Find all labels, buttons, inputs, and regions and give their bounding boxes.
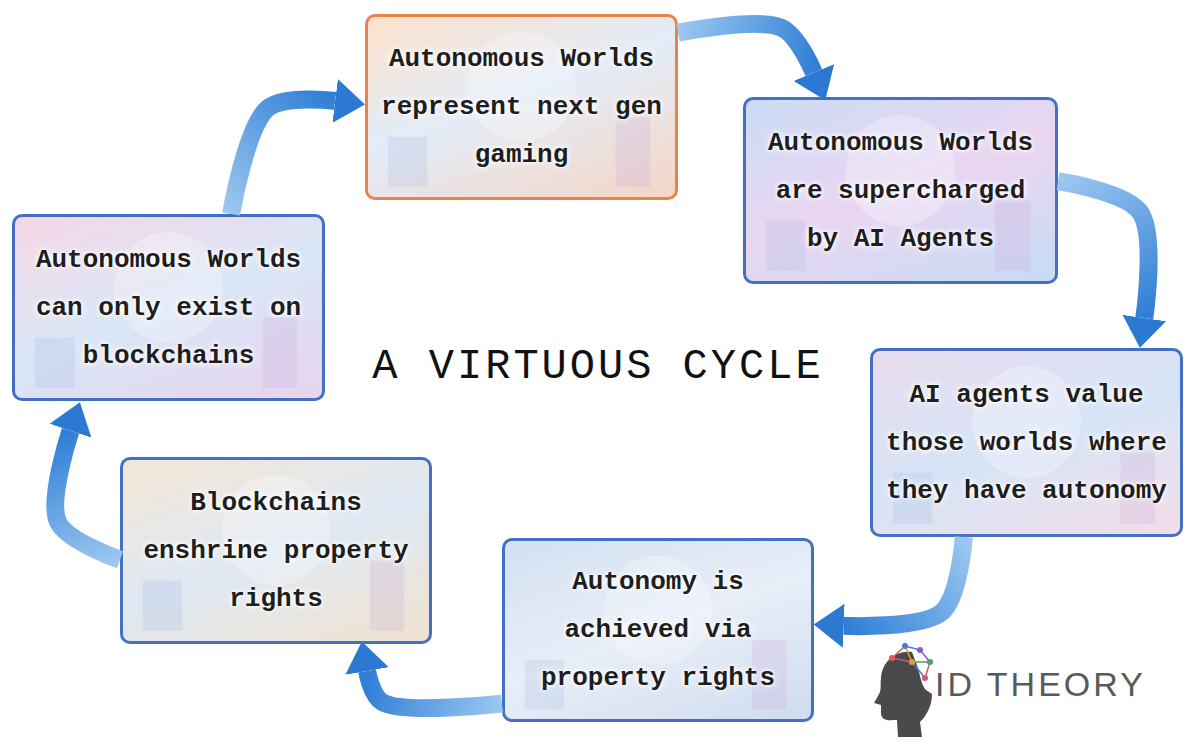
box-text: Autonomous Worlds represent next gen gam… (377, 35, 667, 179)
cycle-box: Autonomy is achieved via property rights (502, 538, 814, 722)
box-text: Autonomous Worlds can only exist on bloc… (24, 236, 314, 380)
network-icon (889, 643, 933, 681)
building-shape (995, 201, 1030, 271)
box-text: Autonomous Worlds are supercharged by AI… (756, 119, 1046, 263)
building-shape (388, 137, 428, 187)
brand-name: ID THEORY (935, 665, 1146, 704)
head-silhouette (874, 652, 932, 737)
cycle-box: Autonomous Worlds are supercharged by AI… (743, 97, 1058, 284)
building-shape (35, 338, 75, 388)
cycle-box: AI agents value those worlds where they … (870, 348, 1183, 537)
cycle-arrow (367, 671, 502, 708)
box-text: Blockchains enshrine property rights (131, 479, 421, 623)
cycle-arrow (844, 537, 964, 626)
box-text: Autonomy is achieved via property rights (513, 558, 803, 702)
cycle-arrow (1058, 181, 1149, 318)
box-text: AI agents value those worlds where they … (882, 371, 1172, 515)
building-shape (143, 581, 182, 631)
cycle-box: Autonomous Worlds represent next gen gam… (365, 14, 678, 200)
diagram-title: A VIRTUOUS CYCLE (372, 343, 823, 391)
cycle-box: Blockchains enshrine property rights (120, 457, 432, 644)
cycle-box: Autonomous Worlds can only exist on bloc… (12, 214, 325, 401)
building-shape (370, 561, 405, 631)
cycle-arrow (231, 99, 335, 214)
building-shape (766, 221, 806, 271)
cycle-arrow (55, 431, 120, 560)
building-shape (616, 117, 651, 187)
building-shape (263, 318, 298, 388)
cycle-arrow (678, 24, 814, 73)
